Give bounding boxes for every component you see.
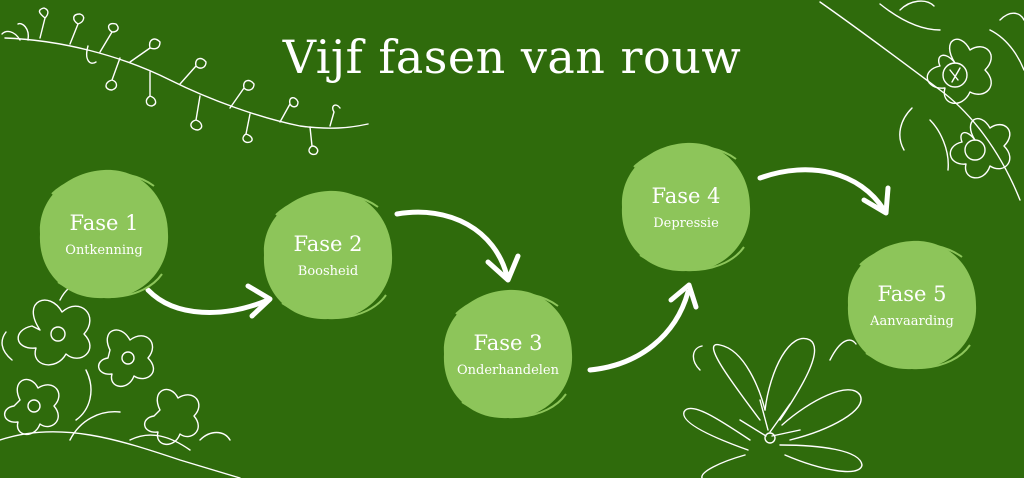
arrow-3-to-4 xyxy=(587,282,699,373)
phase-3-name: Onderhandelen xyxy=(457,362,559,378)
phase-2-label: Fase 2 xyxy=(293,231,363,256)
phase-4-label: Fase 4 xyxy=(651,183,721,208)
phase-2: Fase 2 Boosheid xyxy=(263,190,393,320)
phase-2-name: Boosheid xyxy=(297,263,359,279)
brush-circle-icon xyxy=(263,190,393,320)
phase-1: Fase 1 Ontkenning xyxy=(39,169,169,299)
phase-3-label: Fase 3 xyxy=(473,330,543,355)
phase-3: Fase 3 Onderhandelen xyxy=(443,289,573,419)
arrow-2-to-3 xyxy=(394,209,521,283)
brush-circle-icon xyxy=(443,289,573,419)
phase-5: Fase 5 Aanvaarding xyxy=(847,240,977,370)
brush-circle-icon xyxy=(621,142,751,272)
brush-circle-icon xyxy=(847,240,977,370)
branch-top-left-icon xyxy=(1,7,369,156)
brush-circle-icon xyxy=(39,169,169,299)
arrow-1-to-2 xyxy=(145,283,273,319)
page-title: Vijf fasen van rouw xyxy=(282,30,742,84)
flower-bottom-center-icon xyxy=(683,337,863,478)
phase-4-name: Depressie xyxy=(653,215,719,231)
phase-5-label: Fase 5 xyxy=(877,281,947,306)
flowers-top-right-icon xyxy=(819,0,1024,201)
arrow-4-to-5 xyxy=(757,167,891,216)
phase-5-name: Aanvaarding xyxy=(870,313,954,329)
phase-4: Fase 4 Depressie xyxy=(621,142,751,272)
phase-1-label: Fase 1 xyxy=(69,210,139,235)
phase-1-name: Ontkenning xyxy=(65,242,143,258)
flowers-bottom-left-icon xyxy=(0,281,241,478)
